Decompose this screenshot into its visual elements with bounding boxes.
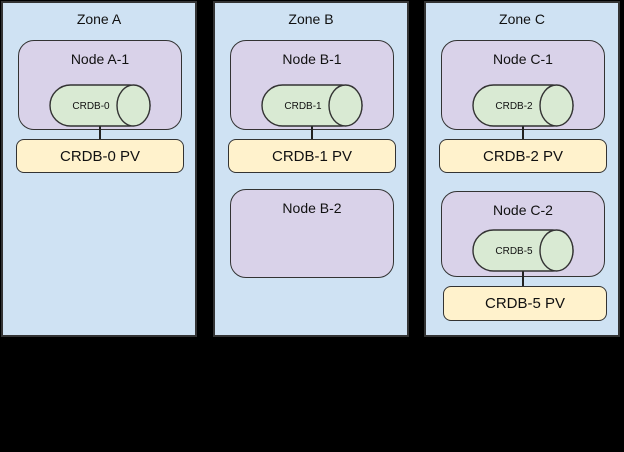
node-c1-pv-connector [522,121,524,140]
node-c2-pv-connector [522,267,524,287]
node-b1-pv-connector [311,121,313,140]
crdb-5-cylinder: CRDB-5 [472,229,574,272]
crdb-1-cylinder: CRDB-1 [261,84,363,127]
zone-a-label: Zone A [76,11,122,27]
crdb-2-pv: CRDB-2 PV [439,139,607,173]
zone-b-label: Zone B [288,11,334,27]
crdb-2-pv-label: CRDB-2 PV [482,147,564,165]
node-c1-label: Node C-1 [493,51,553,67]
node-b2: Node B-2 [230,189,394,278]
zone-a: Zone A Node A-1 CRDB-0 CRDB-0 PV [1,1,197,337]
crdb-0-cylinder: CRDB-0 [49,84,151,127]
zone-c-label: Zone C [499,11,545,27]
node-b1-label: Node B-1 [282,51,342,67]
zone-b: Zone B Node B-1 CRDB-1 CRDB-1 PV Node B-… [213,1,409,337]
crdb-5-pv: CRDB-5 PV [443,286,607,321]
node-a1-label: Node A-1 [70,51,130,67]
node-b2-label: Node B-2 [282,200,342,216]
node-c2-label: Node C-2 [493,202,553,218]
crdb-0-pv-label: CRDB-0 PV [59,147,141,165]
node-a1-pv-connector [99,121,101,140]
crdb-0-pv: CRDB-0 PV [16,139,184,173]
zone-c: Zone C Node C-1 CRDB-2 CRDB-2 PV Node C-… [424,1,620,337]
crdb-1-pv: CRDB-1 PV [228,139,396,173]
crdb-1-cylinder-label: CRDB-1 [284,101,322,112]
crdb-0-cylinder-label: CRDB-0 [72,101,110,112]
crdb-5-pv-label: CRDB-5 PV [484,295,566,312]
crdb-1-pv-label: CRDB-1 PV [271,147,353,165]
crdb-2-cylinder: CRDB-2 [472,84,574,127]
crdb-2-cylinder-label: CRDB-2 [495,101,533,112]
crdb-5-cylinder-label: CRDB-5 [495,246,533,257]
